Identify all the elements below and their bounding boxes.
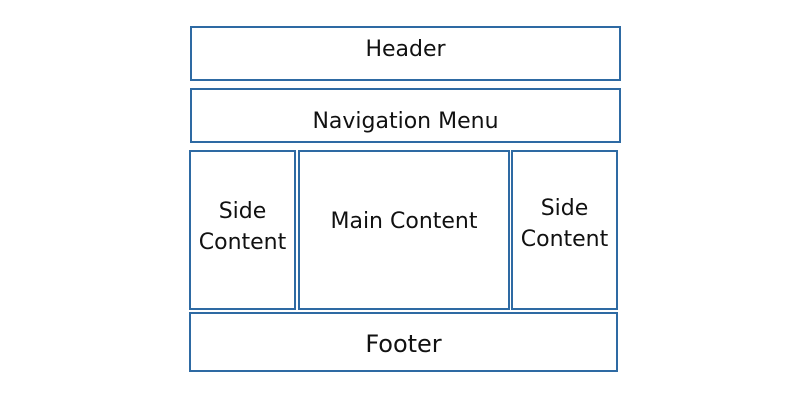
header-box: Header — [190, 26, 621, 81]
side-content-left-box: Side Content — [189, 150, 296, 310]
navigation-menu-box: Navigation Menu — [190, 88, 621, 143]
side-content-left-label: Side Content — [191, 196, 294, 258]
header-label: Header — [365, 37, 446, 62]
side-content-right-line-2: Content — [520, 227, 609, 252]
navigation-menu-label: Navigation Menu — [312, 109, 499, 134]
footer-box: Footer — [189, 312, 618, 372]
main-content-label: Main Content — [330, 209, 478, 234]
footer-label: Footer — [365, 330, 442, 358]
side-content-left-line-2: Content — [198, 230, 287, 255]
side-content-right-label: Side Content — [513, 193, 616, 255]
side-content-right-line-1: Side — [540, 196, 589, 221]
side-content-right-box: Side Content — [511, 150, 618, 310]
side-content-left-line-1: Side — [218, 199, 267, 224]
main-content-box: Main Content — [298, 150, 510, 310]
